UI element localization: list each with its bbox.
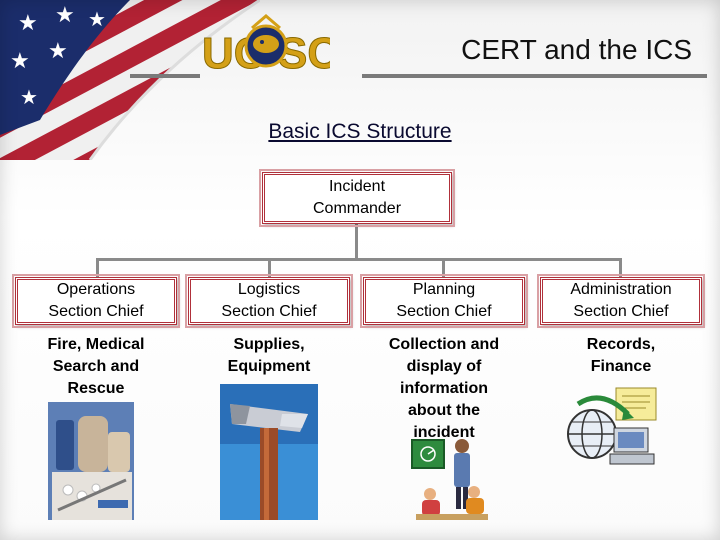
hammer-image bbox=[220, 384, 318, 520]
computer-globe-image bbox=[567, 387, 657, 465]
diagram-subtitle: Basic ICS Structure bbox=[268, 120, 452, 143]
horizontal-connector bbox=[96, 258, 622, 261]
planning-connector bbox=[442, 258, 445, 278]
svg-text:★: ★ bbox=[20, 87, 38, 109]
svg-text:★: ★ bbox=[48, 38, 68, 63]
incident-commander-box: Incident Commander bbox=[259, 169, 455, 227]
classroom-teacher-image bbox=[411, 439, 488, 520]
header-rule-right bbox=[362, 74, 707, 78]
ucsc-logo: UC SC bbox=[202, 14, 330, 79]
header-rule-left bbox=[130, 74, 200, 78]
administration-section-box: Administration Section Chief bbox=[537, 274, 705, 328]
operations-connector bbox=[96, 258, 99, 278]
operations-duties: Fire, Medical Search and Rescue bbox=[47, 336, 145, 397]
logistics-section-box: Logistics Section Chief bbox=[185, 274, 353, 328]
planning-duties: Collection and display of information ab… bbox=[388, 336, 500, 441]
operations-section-box: Operations Section Chief bbox=[12, 274, 180, 328]
american-flag-corner-image: ★ ★ ★ ★ ★ ★ bbox=[0, 0, 260, 160]
medical-supplies-image bbox=[48, 402, 134, 520]
planning-section-box: Planning Section Chief bbox=[360, 274, 528, 328]
svg-text:SC: SC bbox=[278, 29, 330, 78]
planning-section-label: Planning Section Chief bbox=[396, 281, 492, 320]
administration-duties: Records, Finance bbox=[586, 336, 656, 375]
logistics-duties: Supplies, Equipment bbox=[227, 336, 311, 375]
svg-text:★: ★ bbox=[18, 10, 38, 35]
logistics-connector bbox=[268, 258, 271, 278]
operations-section-label: Operations Section Chief bbox=[48, 281, 144, 320]
administration-section-label: Administration Section Chief bbox=[570, 281, 672, 320]
logistics-section-label: Logistics Section Chief bbox=[221, 281, 317, 320]
commander-connector bbox=[355, 224, 358, 259]
svg-text:★: ★ bbox=[55, 2, 75, 27]
incident-commander-label: Incident Commander bbox=[312, 178, 402, 217]
svg-text:★: ★ bbox=[88, 9, 106, 31]
svg-text:★: ★ bbox=[10, 48, 30, 73]
slide-title: CERT and the ICS bbox=[461, 34, 692, 65]
administration-connector bbox=[619, 258, 622, 278]
